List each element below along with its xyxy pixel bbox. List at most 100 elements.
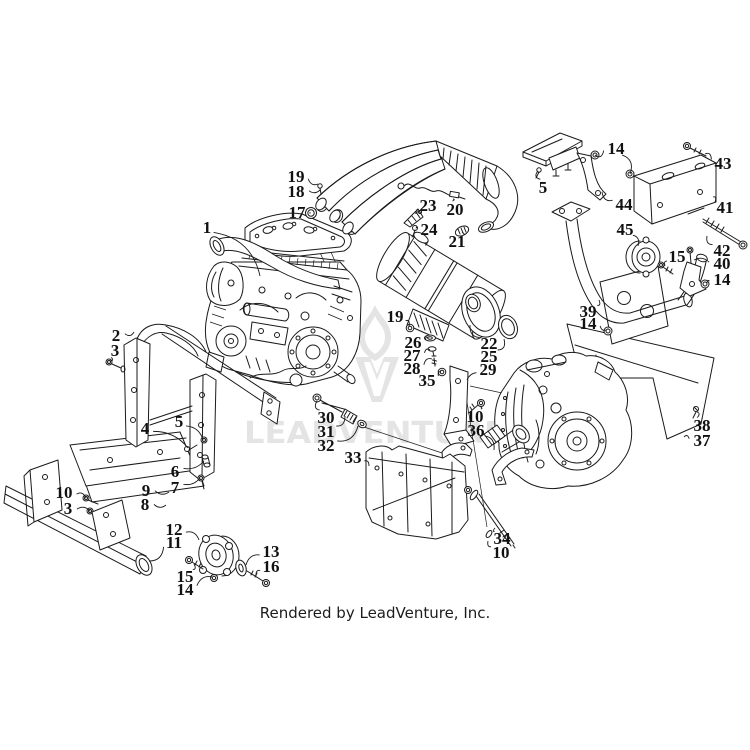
leader-line xyxy=(336,415,346,427)
exhaust-megaphone xyxy=(435,140,500,200)
callout-39: 39 xyxy=(580,302,597,321)
callout-40: 40 xyxy=(714,254,731,273)
callout-23: 23 xyxy=(420,196,437,215)
bolt-42 xyxy=(702,217,748,250)
callout-14: 14 xyxy=(177,580,195,599)
callout-19: 19 xyxy=(288,167,305,186)
exhaust-header-pipes xyxy=(315,140,446,235)
engine-illustration xyxy=(204,183,362,387)
callout-33: 33 xyxy=(345,448,362,467)
spark-arrestor-23 xyxy=(403,208,424,228)
callout-35: 35 xyxy=(419,371,436,390)
leader-line xyxy=(466,372,477,381)
bracket-44 xyxy=(576,152,607,201)
callout-44: 44 xyxy=(616,195,634,214)
callout-22: 22 xyxy=(481,334,498,353)
callout-45: 45 xyxy=(617,220,634,239)
callout-27: 27 xyxy=(404,346,422,365)
bolt-15-a xyxy=(657,261,674,275)
leader-line xyxy=(425,336,429,340)
leader-line xyxy=(153,430,189,449)
leader-line xyxy=(597,299,601,306)
callout-10: 10 xyxy=(56,483,73,502)
callout-2: 2 xyxy=(112,326,121,345)
callout-17: 17 xyxy=(289,203,307,222)
leader-line xyxy=(469,324,480,338)
callout-31: 31 xyxy=(318,422,335,441)
callout-14: 14 xyxy=(714,270,732,289)
bolt-43 xyxy=(683,142,707,157)
engine-mount-12 xyxy=(198,534,240,577)
leader-line xyxy=(405,319,410,327)
leader-line xyxy=(492,527,496,532)
leader-line xyxy=(196,576,213,586)
callout-41: 41 xyxy=(717,198,734,217)
footer-credit: Rendered by LeadVenture, Inc. xyxy=(259,604,491,622)
muffler-mount-bracket xyxy=(406,308,450,342)
callout-14: 14 xyxy=(580,314,598,333)
callout-36: 36 xyxy=(468,421,485,440)
leader-line xyxy=(535,170,541,180)
leader-line xyxy=(599,325,607,331)
bracket-29 xyxy=(443,365,475,448)
callout-30: 30 xyxy=(318,408,335,427)
leader-line xyxy=(424,348,431,353)
bracket-40 xyxy=(679,246,707,297)
leader-line xyxy=(664,260,668,267)
leader-line xyxy=(76,492,87,499)
callout-24: 24 xyxy=(421,220,439,239)
callout-7: 7 xyxy=(171,478,180,497)
damper-45 xyxy=(625,236,661,278)
callout-5: 5 xyxy=(175,412,184,431)
leader-line xyxy=(153,504,167,508)
gearcase-illustration xyxy=(479,351,633,490)
callout-9: 9 xyxy=(142,481,151,500)
leader-line xyxy=(337,425,359,442)
callout-16: 16 xyxy=(263,557,280,576)
callout-6: 6 xyxy=(171,462,180,481)
leader-line xyxy=(213,231,261,277)
leader-line xyxy=(693,257,710,263)
leader-line xyxy=(183,460,205,470)
leader-line xyxy=(124,331,135,337)
leader-line xyxy=(632,234,640,247)
callout-15: 15 xyxy=(177,567,194,586)
leader-line xyxy=(423,358,433,365)
callout-21: 21 xyxy=(449,232,466,251)
leader-line xyxy=(154,490,170,495)
callout-34: 34 xyxy=(494,529,512,548)
leader-line xyxy=(109,356,114,362)
leader-line xyxy=(148,546,165,562)
leader-line xyxy=(452,198,455,202)
leader-line xyxy=(622,154,632,175)
leader-line xyxy=(437,371,442,377)
callout-3: 3 xyxy=(111,341,120,360)
callout-4: 4 xyxy=(141,419,150,438)
leader-line xyxy=(601,191,613,202)
leader-line xyxy=(364,460,370,467)
leader-line xyxy=(76,506,91,512)
leader-line xyxy=(712,196,717,203)
leader-line xyxy=(307,178,319,186)
sensor-wire-20 xyxy=(397,182,466,200)
callout-20: 20 xyxy=(447,200,464,219)
bolt-34 xyxy=(464,486,516,549)
callout-25: 25 xyxy=(481,347,498,366)
callout-19: 19 xyxy=(387,307,404,326)
leader-line xyxy=(183,477,201,486)
hardware-30-31-32 xyxy=(312,393,367,429)
leader-line xyxy=(683,435,690,439)
heat-shield-plate-5 xyxy=(522,132,583,179)
mount-bracket-41 xyxy=(633,154,717,225)
callout-11: 11 xyxy=(166,533,182,552)
exhaust-collector-pipe xyxy=(478,165,519,233)
callout-1: 1 xyxy=(203,218,212,237)
leader-line xyxy=(308,189,321,194)
callout-3: 3 xyxy=(64,499,73,518)
frame-plates-8-9 xyxy=(69,431,205,503)
leader-line xyxy=(706,235,713,245)
leader-line xyxy=(484,435,495,451)
callout-12: 12 xyxy=(166,520,183,539)
